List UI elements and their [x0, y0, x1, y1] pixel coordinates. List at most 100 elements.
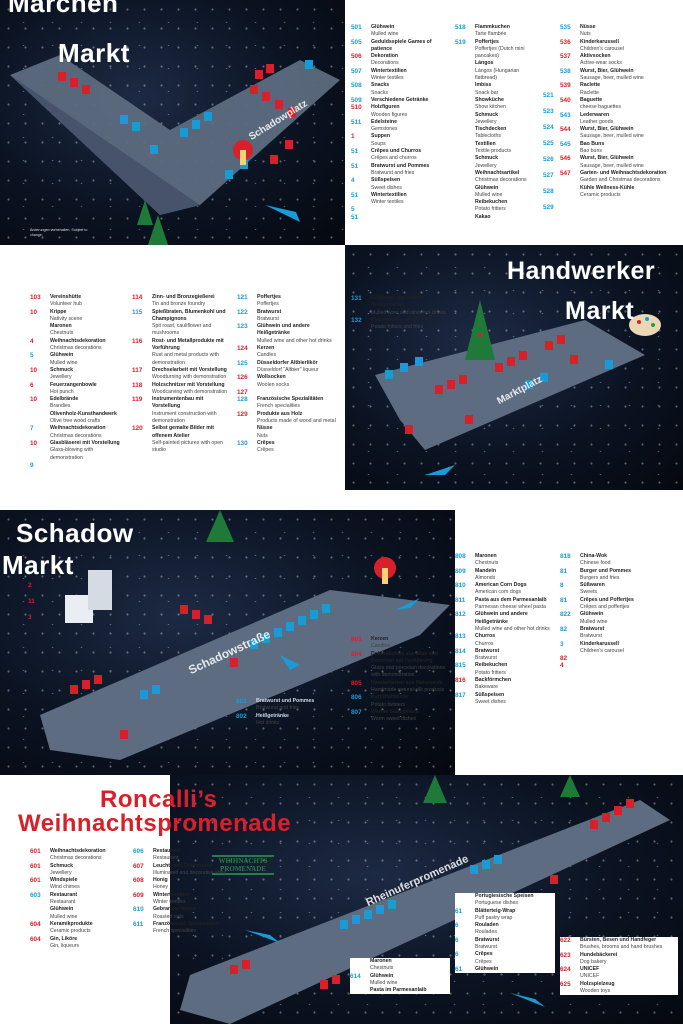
stall-number: 10 — [30, 396, 38, 404]
stall-number: 623 — [560, 951, 571, 959]
stall-number: 118 — [132, 381, 143, 389]
stall-name-english: Winter textiles — [153, 899, 186, 906]
stall-number: 10 — [30, 366, 38, 374]
stall-name-english: Restaurant — [50, 899, 76, 906]
stall-number: 625 — [560, 980, 571, 988]
stall-number: 806 — [351, 694, 362, 702]
stall-number: 10 — [30, 439, 38, 447]
list-item: 127 — [237, 389, 337, 396]
stall-number: 6 — [455, 951, 459, 959]
stall-name-english: Poffertjes — [257, 301, 279, 308]
stall-name-english: Winter textiles — [371, 199, 404, 206]
stall-number — [455, 82, 473, 97]
stall-number — [455, 155, 473, 170]
stall-name-english: Leather goods — [580, 118, 614, 125]
stall-number: 529 — [543, 204, 554, 211]
stall-name-english: Christmas decorations — [50, 855, 102, 862]
stall-number: 525 — [543, 140, 554, 147]
stall-number: 508 — [351, 82, 362, 90]
stall-number: 526 — [543, 156, 554, 163]
stall-number: 511 — [351, 118, 362, 126]
stall-name-english: Brandies — [50, 403, 71, 410]
shopping-bags-icon — [65, 570, 112, 623]
stall-name-english: Candles — [257, 352, 277, 359]
stall-number: 121 — [237, 294, 248, 301]
stall-number: 4 — [30, 337, 34, 345]
stall-name-english: Chinese food — [580, 560, 611, 567]
stall-number: 129 — [237, 410, 248, 418]
stall-number: 808 — [455, 553, 466, 560]
stall-name-english: Chestnuts — [370, 965, 394, 972]
stall-name-english: Candles — [371, 643, 391, 650]
stall-number: 3 — [28, 614, 32, 621]
stall-number: 82 — [560, 655, 568, 663]
stall-number: 527 — [543, 172, 554, 179]
stall-name-english: Wind chimes — [50, 884, 80, 891]
stall-number: 4 — [351, 177, 355, 185]
stall-name-english: Woodturning with demonstration — [152, 374, 227, 381]
handwerker-title-line1: Handwerker — [507, 257, 656, 285]
stall-name-english: Children's carousel — [580, 45, 624, 52]
stall-number: 122 — [237, 308, 248, 316]
stall-name-english: Parmesan cheese wheel pasta — [475, 604, 546, 611]
stall-number: 811 — [455, 596, 466, 604]
stall-name-english: Burgers and fries — [580, 574, 620, 581]
